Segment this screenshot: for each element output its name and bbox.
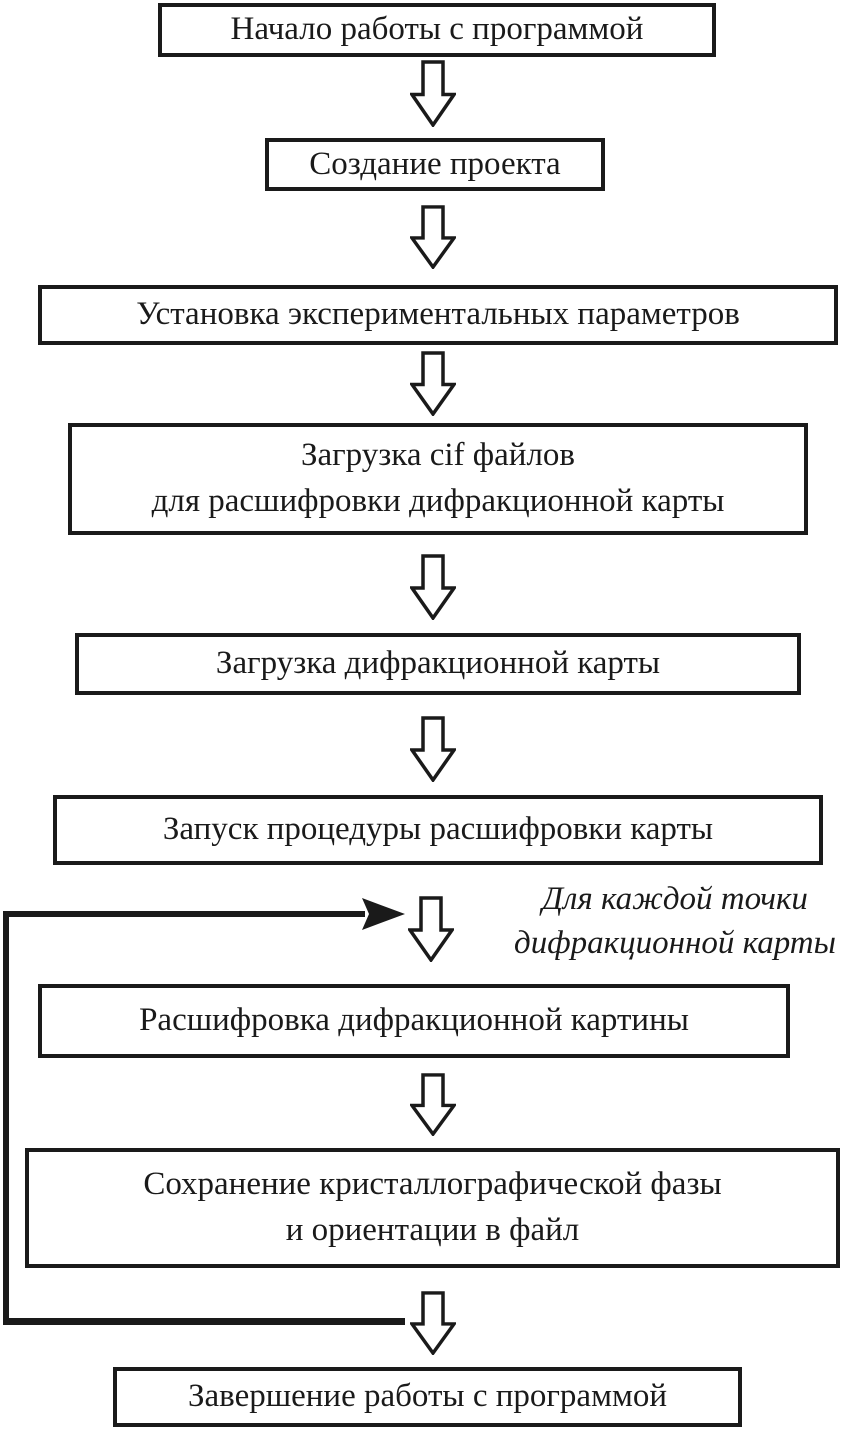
down-arrow-icon [410, 554, 456, 620]
flow-step-set-params: Установка экспериментальных параметров [38, 285, 838, 345]
flow-step-start-label: Начало работы с программой [230, 11, 644, 48]
flow-step-save-phase-line2: и ориентации в файл [285, 1212, 580, 1248]
flow-step-load-cif-line2: для расшифровки дифракционной карты [151, 483, 725, 519]
flow-step-run-decoding-label: Запуск процедуры расшифровки карты [162, 811, 714, 848]
down-arrow-icon [410, 716, 456, 782]
flow-step-create-project: Создание проекта [265, 138, 605, 191]
flow-step-load-map-label: Загрузка дифракционной карты [215, 645, 661, 682]
flow-step-decode-pattern: Расшифровка дифракционной картины [38, 984, 790, 1058]
flow-step-finish-label: Завершение работы с программой [188, 1378, 667, 1415]
down-arrow-icon [410, 351, 456, 416]
down-arrow-icon [410, 60, 456, 127]
flow-step-load-cif: Загрузка cif файлов для расшифровки дифр… [68, 423, 808, 535]
loop-back-line-bottom [3, 1318, 405, 1325]
loop-entry-down-arrow-icon [408, 896, 454, 962]
down-arrow-icon [410, 1291, 456, 1355]
loop-label-line2: дифракционной карты [514, 924, 836, 961]
flow-step-set-params-label: Установка экспериментальных параметров [136, 296, 740, 333]
flow-step-finish: Завершение работы с программой [113, 1367, 742, 1427]
flow-step-start: Начало работы с программой [158, 3, 716, 57]
flow-step-create-project-label: Создание проекта [309, 145, 561, 182]
flow-step-load-map: Загрузка дифракционной карты [75, 633, 801, 695]
loop-arrowhead-icon [362, 898, 405, 930]
flow-step-run-decoding: Запуск процедуры расшифровки карты [53, 795, 823, 865]
flow-step-save-phase-line1: Сохранение кристаллографической фазы [143, 1166, 722, 1203]
down-arrow-icon [410, 1073, 456, 1136]
loop-label-line1: Для каждой точки [542, 881, 808, 917]
flow-step-load-cif-line1: Загрузка cif файлов [300, 437, 576, 474]
loop-label: Для каждой точки дифракционной карты [485, 878, 850, 965]
loop-back-line-top [3, 911, 365, 917]
flow-step-decode-pattern-label: Расшифровка дифракционной картины [139, 1002, 689, 1039]
flow-step-save-phase: Сохранение кристаллографической фазы и о… [25, 1148, 840, 1268]
down-arrow-icon [410, 205, 456, 269]
loop-back-line-left [3, 911, 9, 1323]
